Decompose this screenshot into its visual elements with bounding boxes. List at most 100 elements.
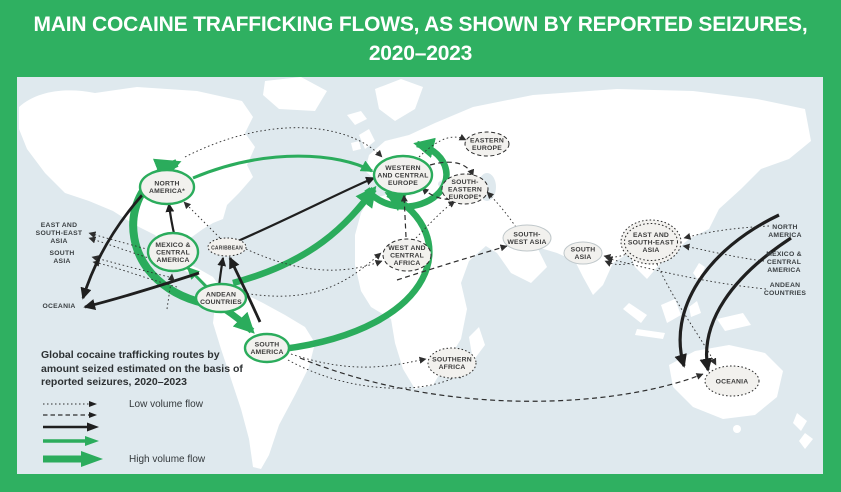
- page-title: MAIN COCAINE TRAFFICKING FLOWS, AS SHOWN…: [0, 10, 841, 68]
- legend-item-solid-black: [41, 421, 281, 434]
- flow-andean-to-west-central-africa: [242, 252, 382, 297]
- flow-south-america-to-southern-africa-1: [290, 353, 427, 368]
- flow-north-america-to-oceania: [674, 213, 780, 368]
- flow-to-left-south-asia-2: [92, 259, 178, 288]
- legend-item-dotted: Low volume flow: [41, 399, 281, 410]
- green-thick-arrow-icon: [43, 451, 103, 467]
- africa-land: [355, 193, 487, 389]
- flow-to-left-oceania-2: [83, 271, 200, 310]
- dashed-arrow-icon: [43, 412, 97, 418]
- greenland: [263, 77, 327, 111]
- region-oval-north-america: [138, 168, 196, 206]
- north-america-land: [19, 87, 255, 293]
- sulawesi-land: [689, 301, 701, 317]
- new-zealand-south-land: [799, 433, 813, 449]
- flow-andean-to-south-asia: [605, 256, 767, 290]
- legend-arrowhead: [89, 401, 97, 407]
- region-label-caribbean: CARIBBEAN: [211, 245, 243, 251]
- flow-north-america-to-europe-north: [184, 127, 383, 158]
- flow-mexico-to-east-southeast-asia: [682, 243, 765, 262]
- flow-mexico-to-oceania: [699, 236, 792, 372]
- region-oval-east-south-east-asia: [620, 219, 682, 265]
- region-oval-southern-africa: [427, 347, 477, 379]
- java-land: [635, 329, 665, 339]
- flow-europe-to-southeastern-europe: [429, 161, 475, 177]
- flow-arrows: [80, 127, 792, 402]
- flow-west-central-africa-to-southeastern-europe: [415, 200, 456, 239]
- legend-item-label: Low volume flow: [129, 398, 203, 410]
- scandinavia-land: [375, 79, 423, 121]
- region-label-oceania: OCEANIA: [716, 378, 749, 385]
- legend-item-label: High volume flow: [129, 453, 206, 465]
- legend-arrowhead: [81, 451, 103, 467]
- legend-item-green-thin: [41, 434, 281, 449]
- legend-arrowhead: [85, 436, 99, 446]
- flow-south-america-to-caribbean: [228, 256, 262, 323]
- flow-south-america-to-europe: [282, 191, 433, 353]
- flow-caribbean-to-europe: [237, 176, 376, 243]
- region-oval-western-central-europe: [372, 154, 434, 196]
- green-thin-arrow-icon: [43, 436, 99, 446]
- legend-item-dashed: [41, 410, 281, 421]
- ireland-land: [351, 141, 361, 151]
- page-title-line2: 2020–2023: [368, 42, 473, 65]
- region-oval-eastern-europe: [464, 131, 510, 157]
- legend-title-line3: reported seizures, 2020–2023: [41, 376, 187, 388]
- flow-caribbean-to-west-central-africa: [245, 248, 383, 271]
- flow-andean-to-europe: [232, 185, 377, 287]
- flow-europe-ring: [364, 137, 450, 210]
- region-oval-south-asia: [563, 241, 603, 265]
- legend-arrowhead: [87, 422, 99, 432]
- region-oval-inner-east-south-east-asia: [624, 223, 678, 261]
- new-zealand-north-land: [793, 413, 807, 431]
- page-title-line1: MAIN COCAINE TRAFFICKING FLOWS, AS SHOWN…: [33, 13, 808, 36]
- legend-title-line1: Global cocaine trafficking routes by: [41, 349, 220, 361]
- britain-land: [359, 129, 375, 149]
- flow-to-south-west-asia: [396, 244, 508, 281]
- madagascar-land: [469, 327, 485, 361]
- flow-north-america-to-europe: [192, 154, 374, 180]
- iceland: [347, 111, 367, 125]
- region-oval-south-america: [243, 332, 291, 364]
- region-oceania: OCEANIA: [704, 365, 760, 397]
- flow-caribbean-to-north-america: [183, 201, 221, 239]
- region-oval-andean-countries: [194, 282, 248, 314]
- south-america-land: [213, 291, 315, 469]
- legend: Global cocaine trafficking routes by amo…: [41, 349, 281, 470]
- borneo-land: [661, 299, 681, 323]
- edge-label-left-oceania: OCEANIA: [42, 303, 75, 310]
- tasmania-land: [733, 425, 741, 433]
- new-guinea-land: [717, 313, 751, 331]
- flow-east-southeast-asia-to-south-asia-1: [603, 252, 630, 261]
- flow-west-central-africa-to-europe: [400, 194, 408, 238]
- region-south-west-asia: SOUTH-WEST ASIA: [502, 224, 552, 252]
- region-oval-oceania: [704, 365, 760, 397]
- philippines-land: [693, 263, 705, 281]
- region-oval-south-west-asia: [502, 224, 552, 252]
- legend-arrowhead: [89, 412, 97, 418]
- region-oval-south-eastern-europe: [441, 173, 489, 205]
